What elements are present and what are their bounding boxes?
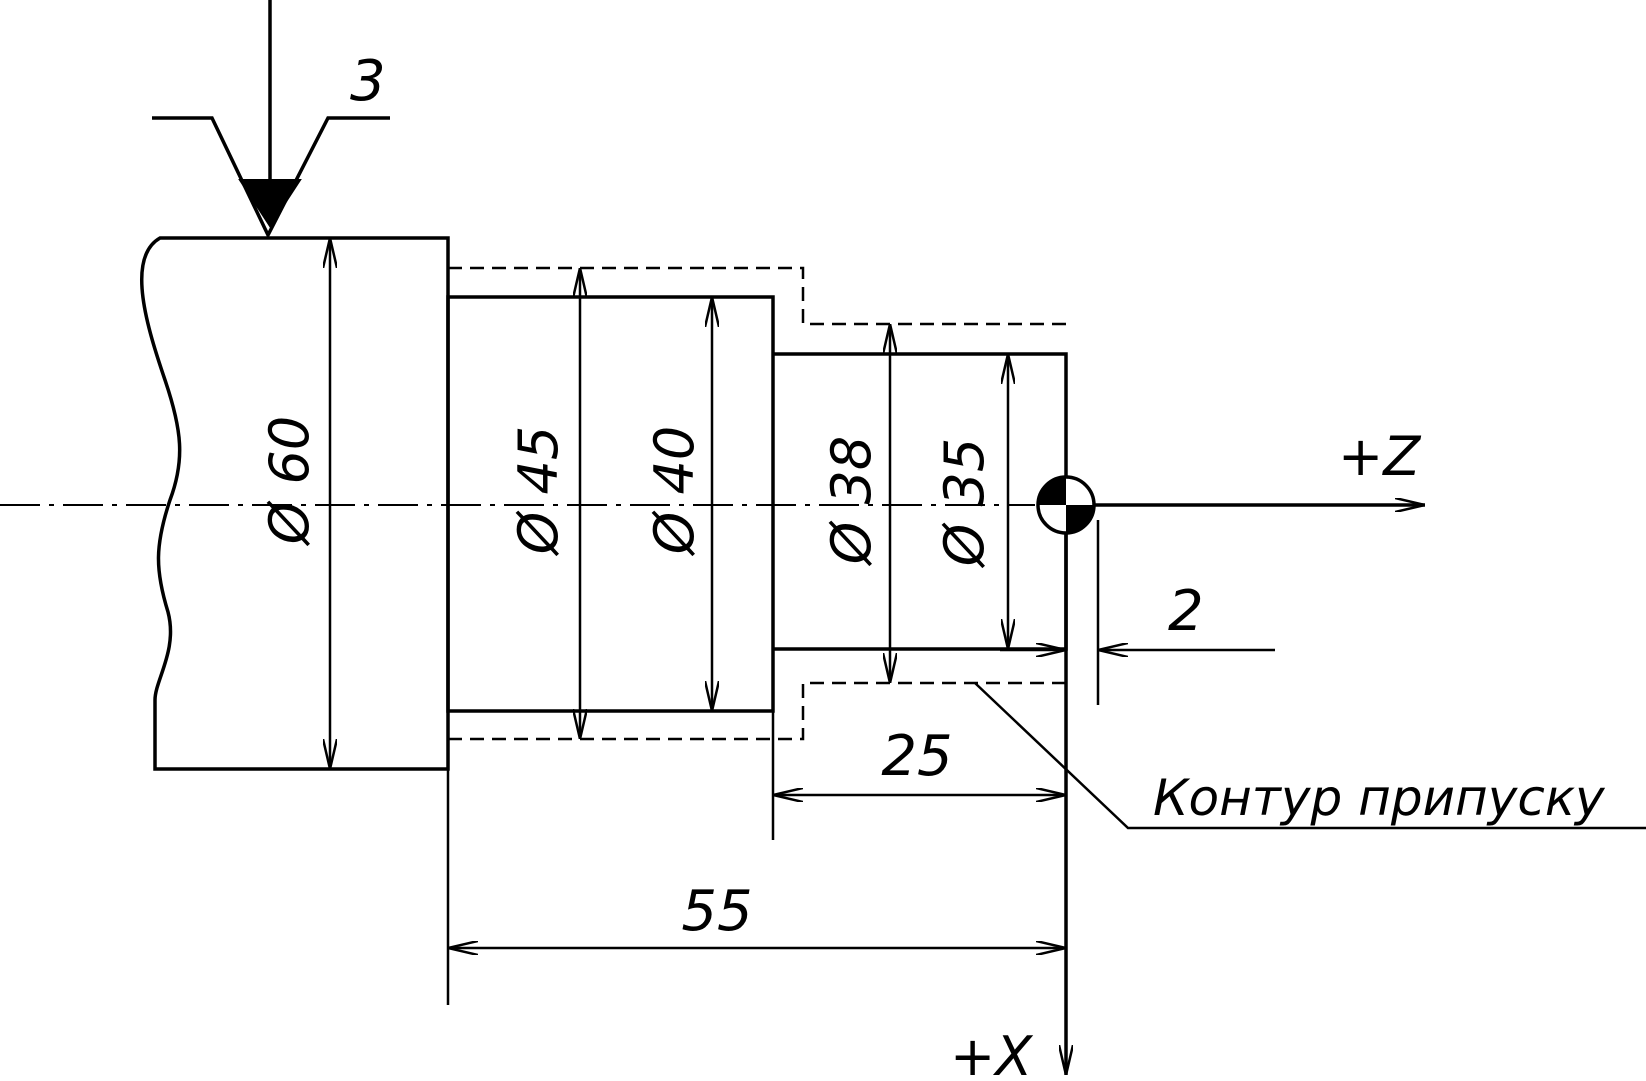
dim-2-label: 2 <box>1168 579 1204 644</box>
diameter-dimensions <box>330 238 1008 769</box>
surface-note-label: 3 <box>350 49 386 114</box>
z-axis-label: +Z <box>1338 425 1421 488</box>
dia-35-label: Ø 35 <box>933 438 996 568</box>
surface-roughness-symbol-icon <box>152 0 390 239</box>
coordinate-axes <box>1066 505 1425 1075</box>
workpiece-zero-point-icon <box>1036 475 1096 535</box>
allowance-leader <box>974 682 1646 830</box>
x-axis-label: +X <box>950 1025 1033 1081</box>
dimension-2 <box>1000 520 1275 705</box>
allowance-contour <box>448 266 1066 741</box>
dimension-55 <box>446 769 1066 1005</box>
dim-25-label: 25 <box>881 724 952 789</box>
dimension-25 <box>771 711 1066 840</box>
stock-break-outline <box>139 236 450 771</box>
roughness-triangle <box>238 179 302 228</box>
dim-55-label: 55 <box>681 879 752 944</box>
dia-60-label: Ø 60 <box>258 416 321 546</box>
roughness-check <box>152 116 390 239</box>
dia-45-label: Ø 45 <box>507 426 570 556</box>
dia-38-label: Ø 38 <box>820 436 883 566</box>
dia-40-label: Ø 40 <box>643 426 706 556</box>
step-dia-35 <box>773 352 1068 651</box>
allowance-label: Контур припуску <box>1153 769 1606 827</box>
